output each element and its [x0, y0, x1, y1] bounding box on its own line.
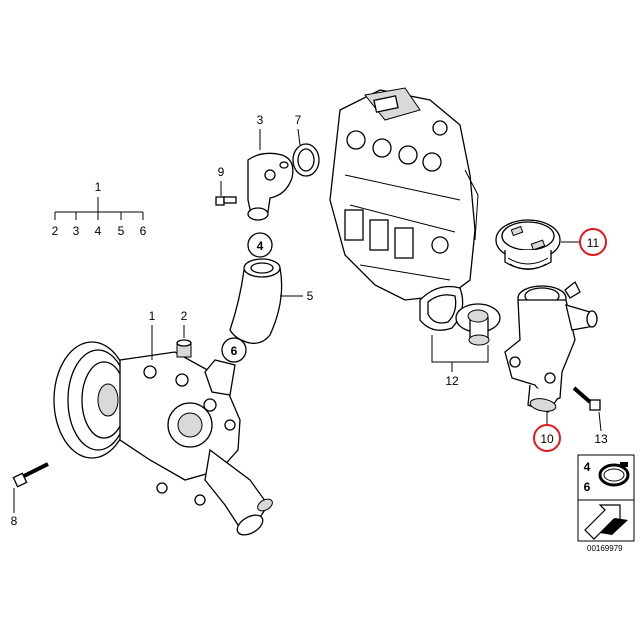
callout-2: 2: [181, 309, 188, 323]
thermostat: [455, 303, 501, 346]
hose-connector: [247, 152, 294, 221]
callout-6-ring: [221, 337, 247, 363]
assembly-tree: 1 2 3 4 5 6: [52, 180, 147, 238]
legend-box: 4 6: [577, 454, 635, 542]
callout-3: 3: [257, 113, 264, 127]
bushing-2: [176, 339, 192, 358]
callout-1-top: 1: [95, 180, 102, 194]
legend-row-1: 4: [584, 460, 591, 474]
callout-6-circled: 6: [231, 344, 238, 358]
thermostat-gasket: [419, 285, 464, 331]
bolt-9: [215, 196, 237, 206]
callout-1: 1: [149, 309, 156, 323]
callout-5: 5: [307, 289, 314, 303]
callout-6-top: 6: [140, 224, 147, 238]
callout-3-top: 3: [73, 224, 80, 238]
callout-5-top: 5: [118, 224, 125, 238]
bolt-13: [572, 386, 601, 411]
legend-row-2: 6: [584, 480, 591, 494]
callout-4-top: 4: [95, 224, 102, 238]
cap-11: [495, 219, 561, 270]
callout-12: 12: [445, 374, 459, 388]
reference-number: 00169979: [587, 544, 623, 553]
callout-11: 11: [587, 236, 600, 250]
callout-2-top: 2: [52, 224, 59, 238]
callout-4-ring: [247, 232, 273, 258]
callout-10: 10: [540, 432, 554, 446]
gasket-7: [292, 143, 320, 177]
callout-10-highlight: [533, 424, 561, 452]
callout-11-highlight: [579, 228, 607, 256]
hose-5: [229, 258, 283, 344]
hose-clamp-icon: [598, 462, 630, 487]
housing-10: [504, 280, 598, 413]
callout-9: 9: [218, 165, 225, 179]
water-pump: [53, 341, 273, 536]
callout-8: 8: [11, 514, 18, 528]
callout-13: 13: [594, 432, 608, 446]
bolt-8: [12, 462, 49, 488]
arrow-icon: [584, 504, 628, 540]
callout-7: 7: [295, 113, 302, 127]
engine-block: [329, 87, 479, 301]
callout-4-circled: 4: [257, 239, 264, 253]
